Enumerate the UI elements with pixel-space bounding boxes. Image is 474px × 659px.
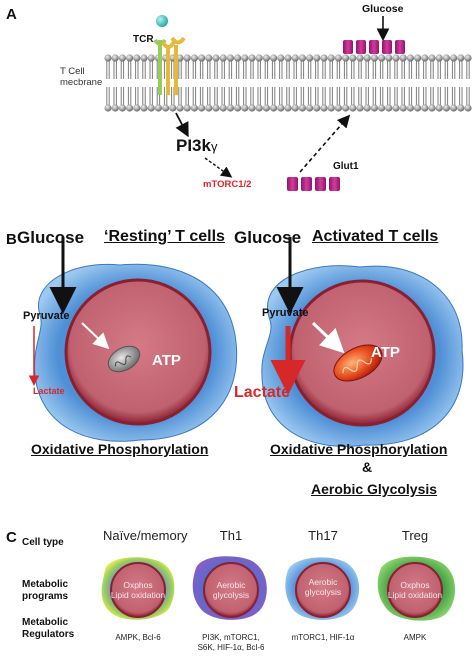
pi3k-to-mtorc-arrow: [204, 157, 233, 178]
th17-program-line2: glycolysis: [304, 587, 342, 597]
panel-c-letter: C: [6, 529, 17, 546]
th17-regulators: mTORC1, HIF-1α: [280, 633, 366, 643]
activated-lactate-label: Lactate: [234, 384, 291, 401]
th1-cell: [192, 556, 267, 620]
th1-regulators-line2: S6K, HIF-1α, Bcl-6: [197, 643, 265, 652]
pi3k-label: PI3kγ: [176, 136, 217, 156]
naive-memory-cell: [101, 557, 175, 620]
col-header-naive-memory: Naïve/memory: [103, 528, 188, 543]
th17-regulators-line1: mTORC1, HIF-1α: [291, 633, 355, 642]
resting-glucose-label: Glucose: [17, 228, 85, 247]
treg-regulators-line1: AMPK: [403, 633, 427, 642]
treg-regulators: AMPK: [372, 633, 458, 643]
th17-cell: [285, 557, 360, 620]
activated-cell: [261, 237, 464, 447]
lipid-bilayer: [104, 54, 472, 112]
row-label-regulators-line1: Metabolic: [22, 617, 69, 628]
membrane-label-line1: T Cell: [60, 66, 85, 77]
th1-regulators: PI3K, mTORC1, S6K, HIF-1α, Bcl-6: [186, 633, 276, 653]
th1-program-line1: Aerobic: [216, 580, 246, 590]
resting-title: ‘Resting’ T cells: [104, 228, 225, 245]
antigen-ball-icon: [156, 15, 168, 27]
glut1-membrane-icon: [343, 40, 405, 54]
row-label-programs-line2: programs: [22, 591, 69, 602]
resting-pyruvate-label: Pyruvate: [23, 310, 70, 322]
membrane-label-line2: mecbrane: [60, 77, 103, 88]
resting-caption: Oxidative Phosphorylation: [31, 441, 209, 457]
naive-regulators-line1: AMPK, Bcl-6: [115, 633, 161, 642]
activated-caption-amp: &: [362, 459, 373, 475]
row-label-programs-line1: Metabolic: [22, 579, 69, 590]
activated-pyruvate-arrow: [311, 321, 345, 354]
treg-cell: [377, 556, 456, 621]
panel-a-diagram: [104, 15, 472, 191]
activated-glucose-label: Glucose: [234, 228, 302, 247]
treg-program-line1: Oxphos: [400, 580, 430, 590]
activated-pyruvate-label: Pyruvate: [262, 307, 309, 319]
resting-lactate-label: Lactate: [33, 386, 65, 396]
col-header-th17: Th17: [308, 528, 338, 543]
panel-b-letter: B: [6, 231, 17, 248]
row-label-cell-type: Cell type: [22, 537, 64, 548]
treg-program-line2: Lipid oxidation: [387, 590, 443, 600]
glut1-label: Glut1: [333, 161, 359, 172]
th17-program: Aerobic glycolysis: [293, 577, 353, 597]
th1-program: Aerobic glycolysis: [201, 580, 261, 600]
naive-program-line1: Oxphos: [123, 580, 153, 590]
col-header-treg: Treg: [401, 528, 429, 543]
resting-cell: [28, 237, 238, 442]
panel-a-letter: A: [6, 6, 17, 23]
mtorc-label: mTORC1/2: [203, 179, 252, 190]
activated-caption-2: Aerobic Glycolysis: [311, 481, 438, 497]
treg-program: Oxphos Lipid oxidation: [385, 580, 445, 600]
glucose-label-a: Glucose: [362, 3, 404, 15]
naive-program-line2: Lipid oxidation: [110, 590, 166, 600]
pi3k-text: PI3k: [176, 136, 211, 155]
activated-caption-1: Oxidative Phosphorylation: [270, 441, 448, 457]
pi3k-gamma: γ: [210, 139, 218, 154]
membrane-label: T Cell mecbrane: [60, 66, 102, 88]
resting-mitochondrion-icon: [107, 345, 141, 373]
row-label-programs: Metabolic programs: [22, 579, 68, 603]
panel-b-diagram: [28, 237, 464, 447]
tcr-receptor-icon: [153, 15, 186, 95]
resting-atp-label: ATP: [152, 352, 181, 369]
row-label-regulators: Metabolic Regulators: [22, 617, 74, 641]
panel-c-cells: [101, 556, 456, 621]
naive-regulators: AMPK, Bcl-6: [95, 633, 181, 643]
tcr-to-pi3k-arrow: [175, 112, 189, 138]
resting-pyruvate-arrow: [81, 322, 110, 350]
activated-title: Activated T cells: [312, 228, 439, 245]
row-label-regulators-line2: Regulators: [22, 629, 75, 640]
th1-program-line2: glycolysis: [212, 590, 250, 600]
th17-program-line1: Aerobic: [308, 577, 338, 587]
th1-regulators-line1: PI3K, mTORC1,: [202, 633, 260, 642]
glut1-translocation-arrow: [299, 114, 351, 173]
col-header-th1: Th1: [219, 528, 243, 543]
activated-mitochondrion-icon: [333, 344, 383, 382]
tcr-label: TCR: [133, 34, 154, 45]
activated-atp-label: ATP: [371, 344, 400, 361]
naive-program: Oxphos Lipid oxidation: [108, 580, 168, 600]
glut1-vesicle-icon: [287, 177, 340, 191]
